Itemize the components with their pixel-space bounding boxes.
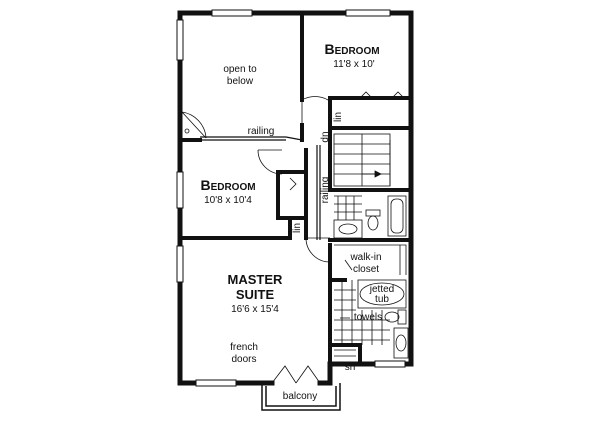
bath-fixtures bbox=[333, 195, 409, 359]
linen-upper-label: lin bbox=[333, 112, 344, 122]
towels-label: towels bbox=[354, 312, 382, 323]
bedroom-upper-title: BEDROOM bbox=[324, 41, 379, 57]
railing-label: railing bbox=[248, 126, 275, 137]
railing-vertical-label: railing bbox=[320, 177, 331, 204]
bedroom-upper-title-rest: EDROOM bbox=[335, 46, 380, 57]
master-suite-dims: 16'6 x 15'4 bbox=[231, 304, 279, 315]
open-to-below-label-1: open to bbox=[223, 64, 257, 75]
bedroom-left-title-rest: EDROOM bbox=[211, 182, 256, 193]
linen-left-label: lin bbox=[292, 223, 303, 233]
french-doors-label-1: french bbox=[230, 342, 258, 353]
bedroom-upper-dims: 11'8 x 10' bbox=[333, 59, 375, 70]
windows bbox=[176, 9, 406, 387]
door-swings bbox=[181, 91, 405, 384]
walk-in-closet-label-1: walk-in bbox=[349, 252, 381, 263]
shower-label: sh bbox=[345, 362, 356, 373]
staircase bbox=[333, 133, 391, 187]
walk-in-closet-label-2: closet bbox=[353, 264, 379, 275]
bedroom-left-dims: 10'8 x 10'4 bbox=[204, 195, 252, 206]
balcony bbox=[261, 383, 341, 411]
jetted-tub-label-2: tub bbox=[375, 294, 389, 305]
interior-walls bbox=[178, 11, 413, 366]
bedroom-upper-title-cap: B bbox=[324, 41, 334, 57]
stair-down-label: dn bbox=[320, 131, 331, 142]
bedroom-left-title-cap: B bbox=[200, 177, 210, 193]
railings bbox=[200, 136, 321, 240]
jetted-tub-label-1: jetted bbox=[369, 284, 394, 295]
french-doors-label-2: doors bbox=[231, 354, 256, 365]
bedroom-left-title: BEDROOM bbox=[200, 177, 255, 193]
master-suite-title-2: SUITE bbox=[236, 287, 275, 302]
open-to-below-label-2: below bbox=[227, 76, 254, 87]
balcony-label: balcony bbox=[283, 391, 317, 402]
master-suite-title-1: MASTER bbox=[228, 272, 284, 287]
